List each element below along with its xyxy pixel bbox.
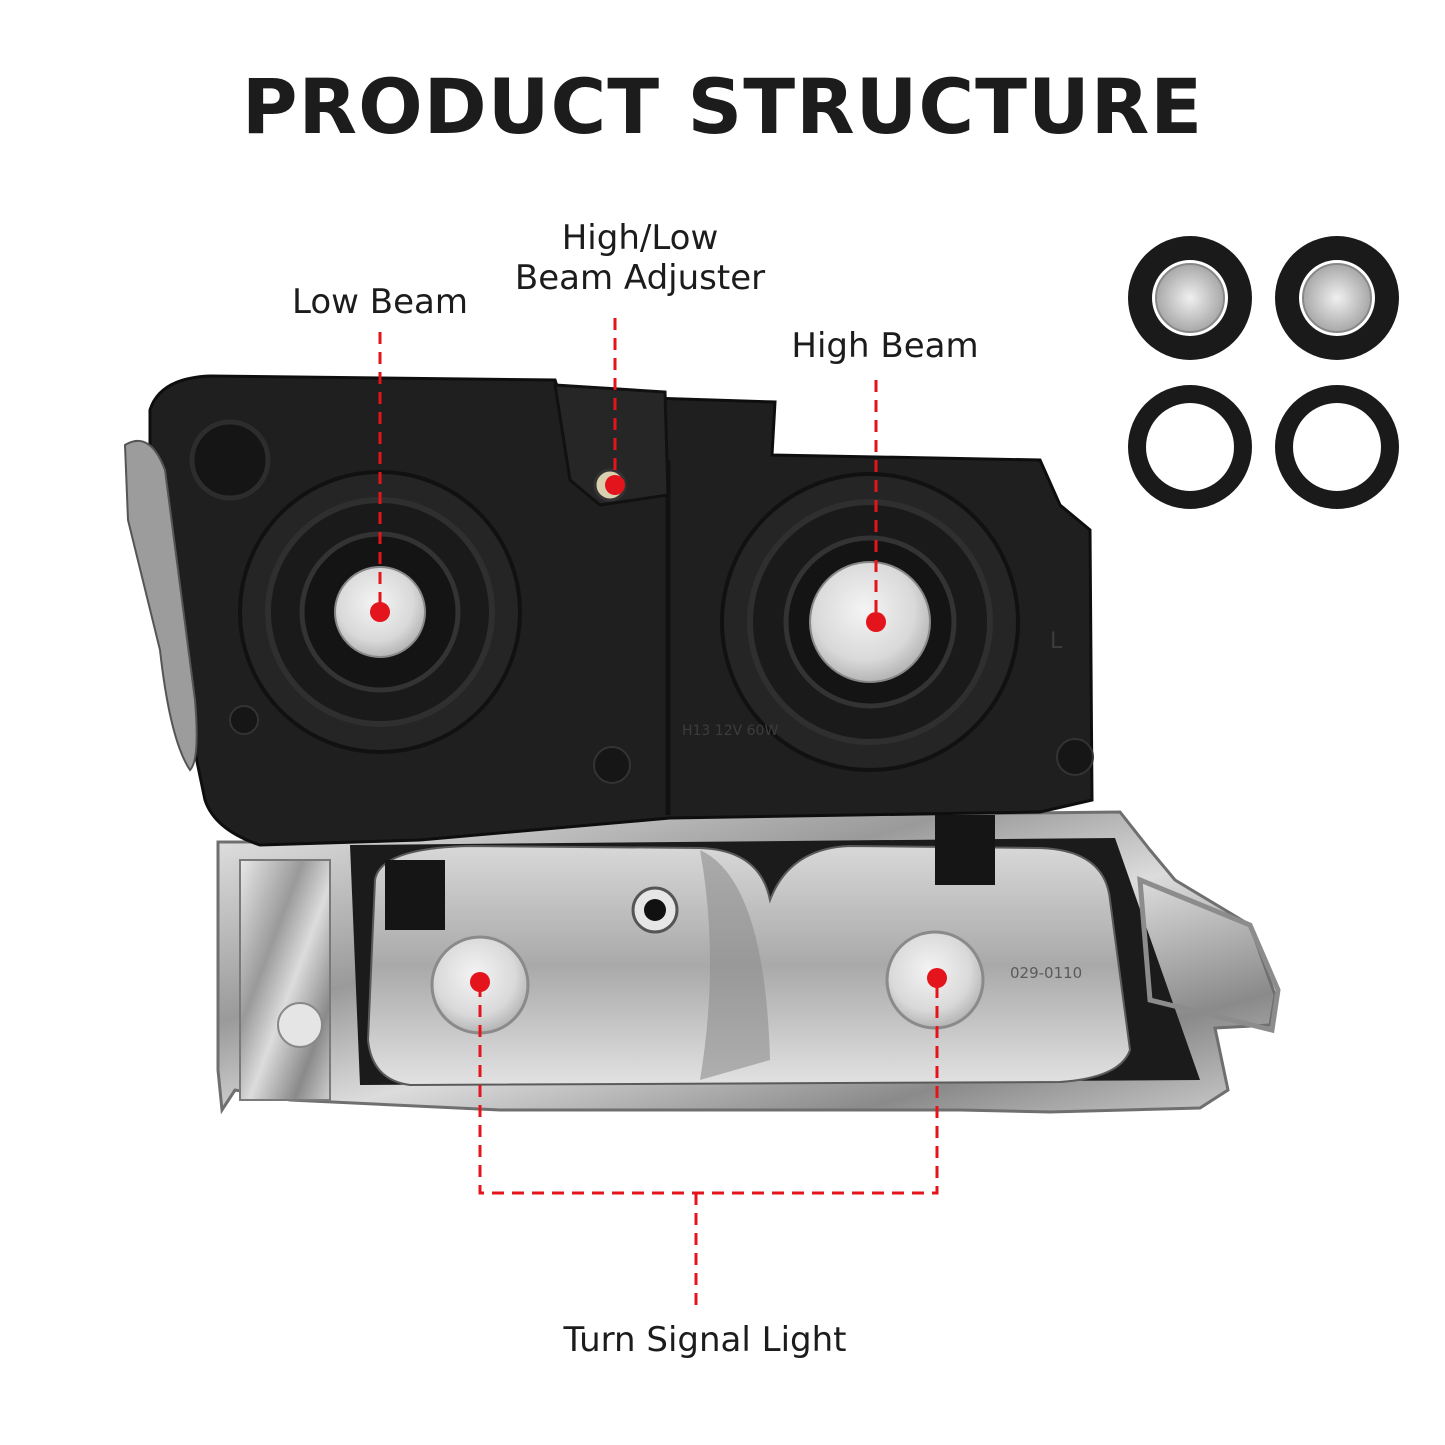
dust-cap-ring bbox=[1275, 385, 1399, 509]
adjuster-label-line2: Beam Adjuster bbox=[514, 258, 766, 299]
dust-cap-ring bbox=[1275, 236, 1399, 360]
adjuster-label: High/Low Beam Adjuster bbox=[490, 218, 790, 298]
adjuster-label-line1: High/Low bbox=[561, 218, 719, 258]
callout-lines bbox=[378, 318, 939, 1305]
side-marking: L bbox=[1050, 629, 1063, 654]
part-number-marking: 029-0110 bbox=[1010, 964, 1082, 982]
headlight-housing: H13 12V 60W L bbox=[123, 374, 1094, 847]
dust-cap-ring bbox=[1128, 385, 1252, 509]
low-beam-label: Low Beam bbox=[292, 282, 468, 322]
bulb-spec-marking: H13 12V 60W bbox=[682, 723, 778, 739]
adjuster-marker bbox=[605, 475, 625, 495]
dust-cap-ring bbox=[1128, 236, 1252, 360]
left-turn-marker bbox=[470, 972, 490, 992]
page-title: PRODUCT STRUCTURE bbox=[241, 62, 1204, 151]
turn-signal-housing: 029-0110 bbox=[216, 810, 1281, 1115]
dust-cap-rings bbox=[1128, 236, 1399, 509]
low-beam-marker bbox=[370, 602, 390, 622]
turn-signal-label: Turn Signal Light bbox=[563, 1320, 847, 1360]
high-beam-label: High Beam bbox=[791, 326, 979, 366]
callout-markers bbox=[370, 475, 947, 992]
high-beam-marker bbox=[866, 612, 886, 632]
right-turn-marker bbox=[927, 968, 947, 988]
turn-signal-bracket bbox=[478, 980, 939, 1195]
